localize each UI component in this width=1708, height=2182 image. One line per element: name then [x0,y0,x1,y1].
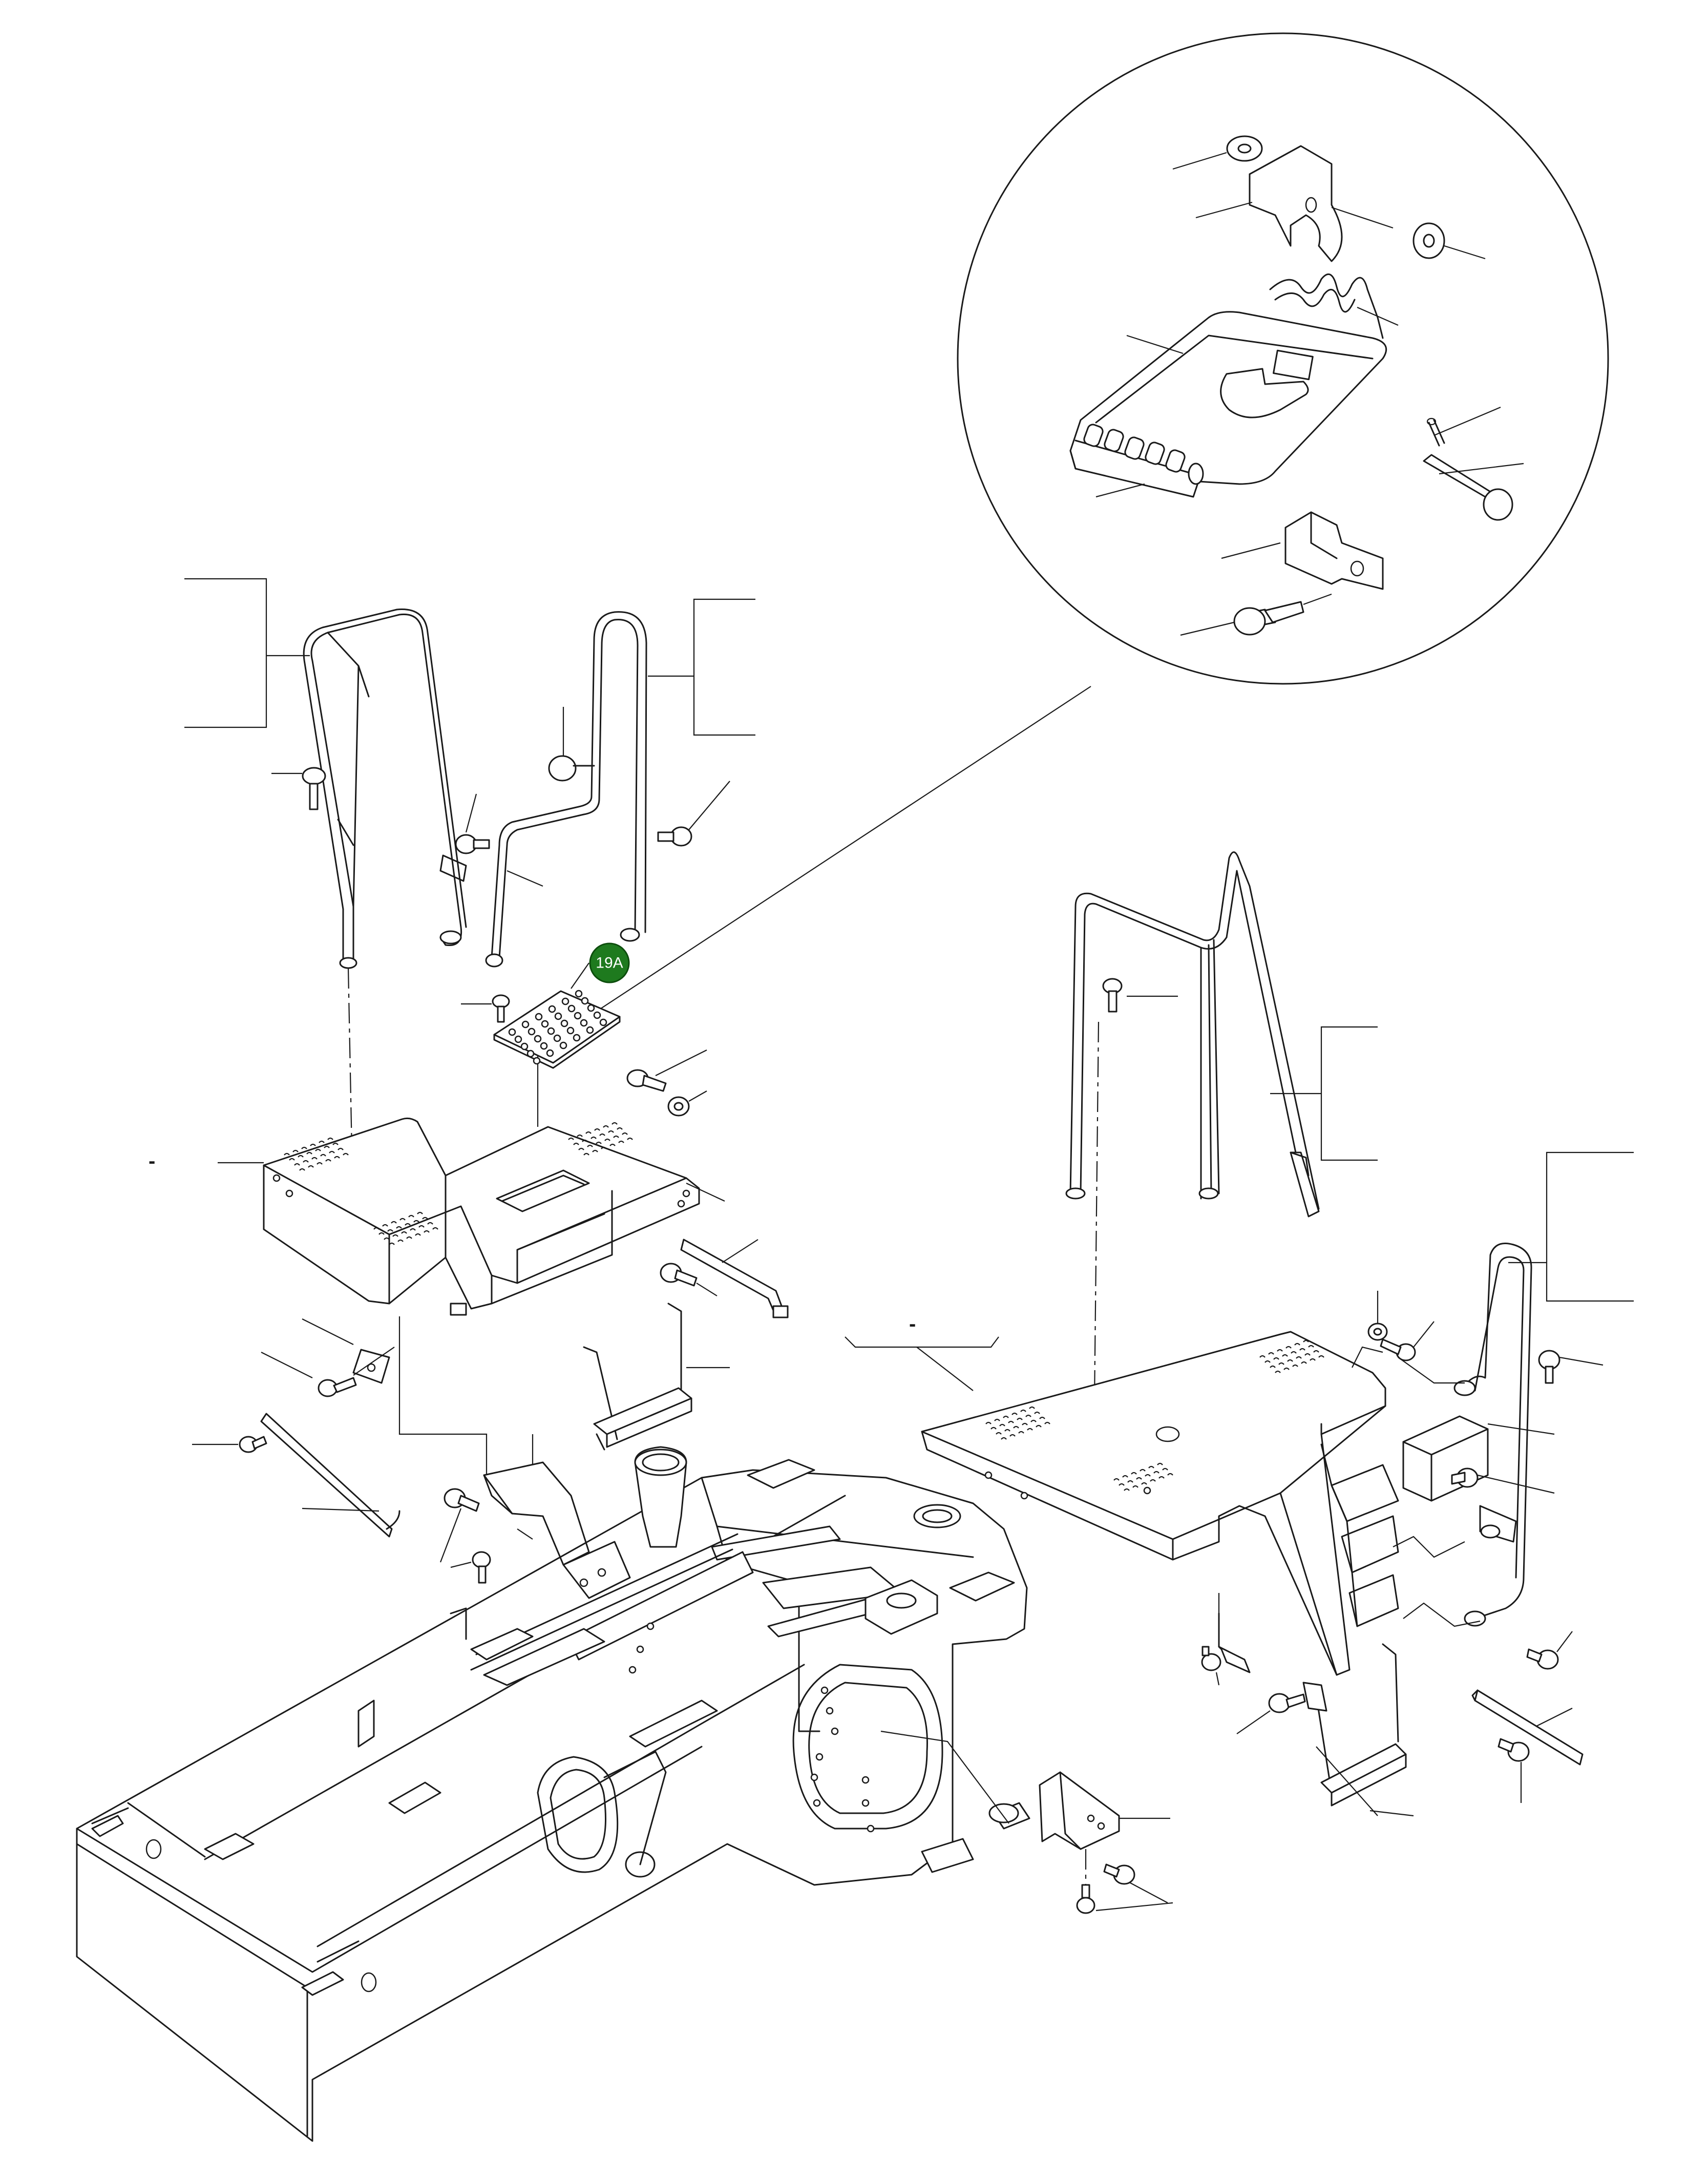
mount-plate-icon [1402,1415,1489,1502]
bolt-icon [472,1551,491,1584]
bolt-icon [1526,1648,1559,1670]
reference-mark: - [909,1313,916,1335]
handrail-left-inner [485,611,647,968]
tie-rod-icon [260,1413,400,1538]
step-platform-left [263,1117,700,1316]
bolt-icon [444,1488,480,1512]
pedal-bracket-icon [1284,511,1384,590]
callout-19a[interactable]: 19A [571,942,630,989]
latch-hook-icon [1249,145,1343,262]
detail-view-circle [537,32,1609,1127]
bolt-icon [1076,1884,1095,1914]
bolt-icon [455,834,490,854]
bolt-icon [660,1263,698,1287]
corner-bracket-icon [1039,1771,1120,1850]
perforated-plate-icon [493,990,621,1069]
bolt-icon [1201,1646,1221,1671]
bolt-icon [1380,1338,1416,1361]
cotter-pin-icon [1426,417,1445,447]
support-bracket-icon [483,1461,631,1599]
main-chassis-frame [76,1446,1030,2142]
handrail-right-side [1453,1243,1532,1627]
washer-icon [1367,1323,1388,1341]
bolt-icon [1233,601,1304,636]
bolt-icon [657,826,692,847]
handrail-right-upper [1065,851,1320,1218]
hanging-step-left [583,1303,692,1451]
tie-bar-icon [1471,1689,1584,1766]
bolt-icon [1538,1350,1561,1384]
bolt-icon [492,994,510,1023]
bolt-icon [626,1069,667,1092]
angle-bracket-icon [1218,1612,1251,1673]
hinge-pin-icon [1423,454,1513,521]
knob-icon [548,755,595,782]
bolt-icon [239,1436,267,1453]
bolt-icon [1451,1467,1479,1488]
bolt-icon [1268,1693,1306,1713]
callout-label: 19A [596,955,623,972]
step-platform-right [921,1331,1399,1676]
bolt-icon [1498,1738,1530,1762]
washer-icon [1226,135,1263,162]
handrail-left-outer [303,609,467,969]
mount-bracket-icon [352,1349,390,1384]
bolt-icon [302,767,326,810]
washer-icon [1412,222,1445,259]
hanging-step-right [1302,1643,1407,1807]
strap-bracket-icon [680,1239,789,1318]
bolt-icon [1103,1863,1135,1885]
spring-icon [1269,273,1384,339]
reference-mark: - [149,1150,155,1172]
bolt-icon [1102,978,1123,1013]
bolt-icon [318,1377,357,1397]
washer-icon [667,1096,690,1117]
pedal-cover-icon [1069,311,1387,498]
